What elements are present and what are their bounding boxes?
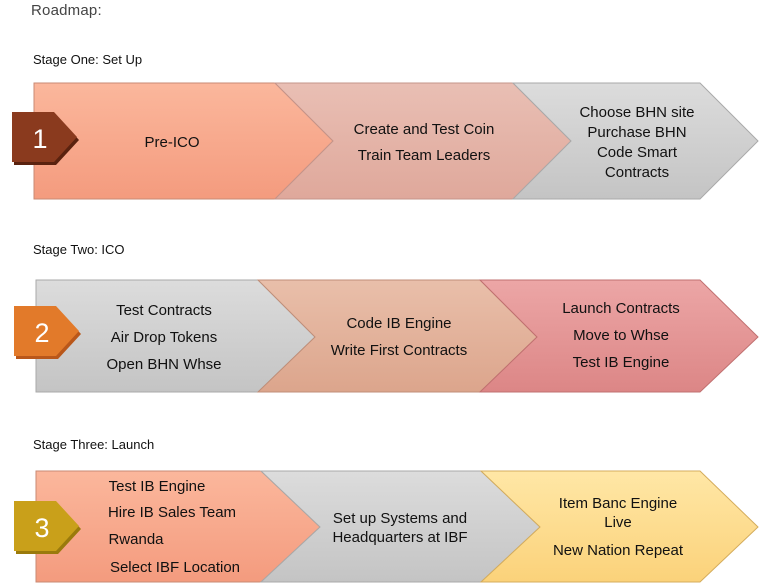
chevron-text-line: Air Drop Tokens <box>111 329 217 346</box>
page-title: Roadmap: <box>31 2 102 19</box>
chevron-text-line: Headquarters at IBF <box>332 529 467 546</box>
number-badge-2 <box>14 306 79 356</box>
chevron-text-line: Test Contracts <box>116 302 212 319</box>
chevron-text-line: Launch Contracts <box>562 300 680 317</box>
number-badge-3 <box>14 501 79 551</box>
chevron-text-line: Set up Systems and <box>333 510 467 527</box>
chevron-item-banc-engine <box>479 470 759 583</box>
chevron-text-line: Test IB Engine <box>109 478 206 495</box>
chevron-text-line: Test IB Engine <box>573 354 670 371</box>
chevron-text-line: New Nation Repeat <box>553 542 684 559</box>
chevron-text-line: Purchase BHN <box>587 124 686 141</box>
stage-three-chevron-row: 3 Test IB Engine Hire IB Sales Team Rwan… <box>14 470 759 583</box>
chevron-text-line: Train Team Leaders <box>358 147 491 164</box>
chevron-text-line: Contracts <box>605 164 669 181</box>
chevron-text-line: Create and Test Coin <box>354 121 495 138</box>
chevron-text-line: Code IB Engine <box>346 315 451 332</box>
stage-two-label: Stage Two: ICO <box>33 242 125 257</box>
chevron-text-line: Rwanda <box>108 531 164 548</box>
chevron-text-line: Select IBF Location <box>110 559 240 576</box>
chevron-text-line: Item Banc Engine <box>559 495 677 512</box>
stage-one-chevron-row: 1 Pre-ICO Create and Test Coin Train Tea… <box>12 82 759 200</box>
badge-number: 2 <box>34 318 49 348</box>
chevron-choose-bhn-site <box>511 82 759 200</box>
stage-three-label: Stage Three: Launch <box>33 437 155 452</box>
badge-number: 1 <box>32 124 47 154</box>
chevron-text-line: Move to Whse <box>573 327 669 344</box>
chevron-text-line: Hire IB Sales Team <box>108 504 236 521</box>
number-badge-1 <box>12 112 77 162</box>
badge-number: 3 <box>34 513 49 543</box>
chevron-launch-contracts <box>478 279 759 393</box>
chevron-text-line: Open BHN Whse <box>106 356 221 373</box>
stage-two-chevron-row: 2 Test Contracts Air Drop Tokens Open BH… <box>14 279 759 393</box>
chevron-text-line: Code Smart <box>597 144 678 161</box>
chevron-text-line: Live <box>604 514 632 531</box>
chevron-text-line: Pre-ICO <box>144 134 199 151</box>
chevron-text-line: Write First Contracts <box>331 342 467 359</box>
chevron-text-line: Choose BHN site <box>579 104 694 121</box>
stage-one-label: Stage One: Set Up <box>33 52 143 67</box>
